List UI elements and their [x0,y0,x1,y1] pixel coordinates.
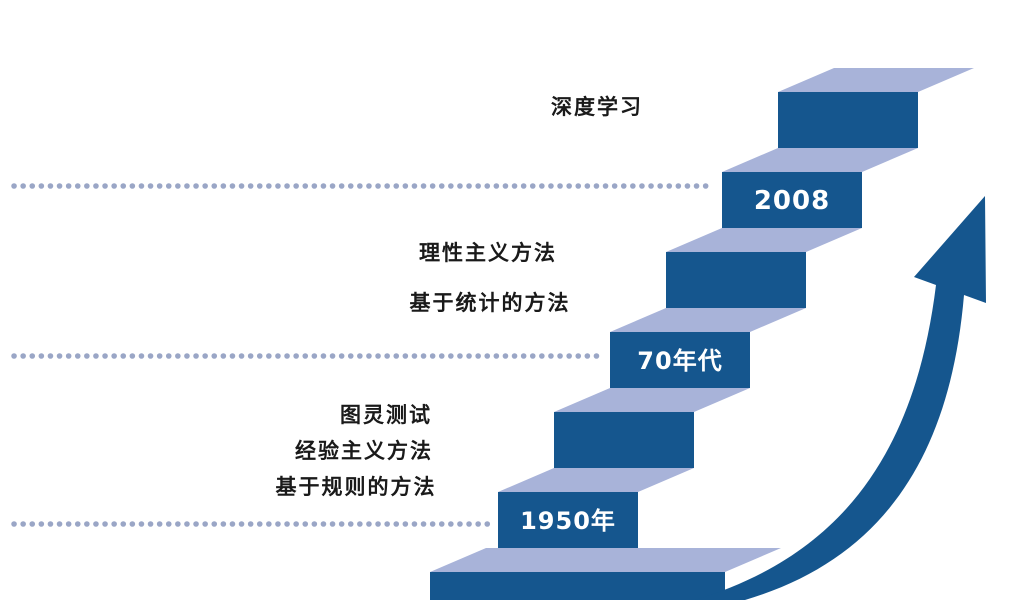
platform-front-face [430,572,725,600]
label-rationalist-methods: 理性主义方法 [419,241,557,265]
label-deep-learning: 深度学习 [551,95,643,119]
step-6-tread [778,68,974,92]
label-statistical-methods: 基于统计的方法 [410,291,571,315]
step-2-riser [554,412,694,468]
platform-tread [430,548,781,572]
step-1-riser [498,492,638,548]
label-turing-test: 图灵测试 [340,403,432,427]
year-label-70s: 70年代 [637,347,722,375]
step-4-riser [666,252,806,308]
year-label-1950: 1950年 [520,507,616,535]
label-empiricist-methods: 经验主义方法 [295,439,433,463]
step-5-riser [722,172,862,228]
step-4-tread [666,228,862,252]
step-5-tread [722,148,918,172]
step-3-tread [610,308,806,332]
year-label-2008: 2008 [754,186,830,216]
step-1-tread [498,468,694,492]
step-3-riser [610,332,750,388]
label-rule-based-methods: 基于规则的方法 [276,475,437,499]
growth-arrow-icon [695,196,986,600]
step-2-tread [554,388,750,412]
step-6-riser [778,92,918,148]
